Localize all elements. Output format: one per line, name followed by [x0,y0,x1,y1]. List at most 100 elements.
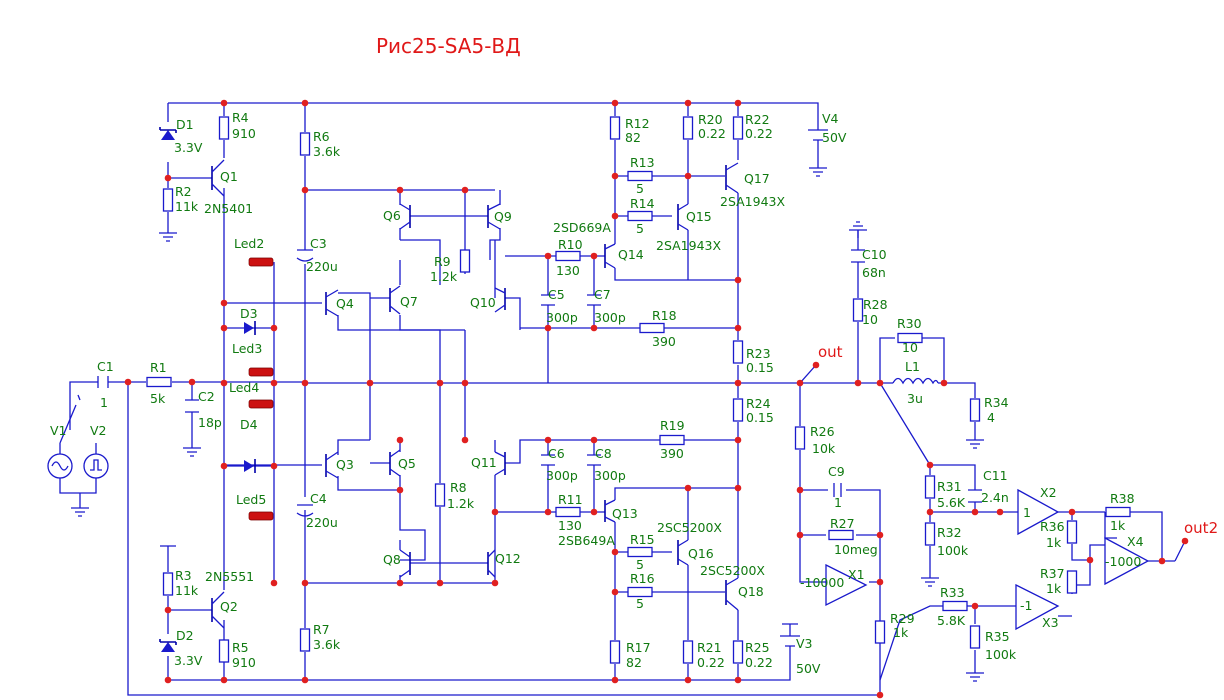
svg-text:0.22: 0.22 [698,126,726,141]
capacitor-C9: C91 [828,464,845,510]
svg-text:0.22: 0.22 [745,126,773,141]
transistor-Q10: Q10 [470,287,506,313]
svg-text:R22: R22 [745,112,770,127]
svg-text:5: 5 [636,221,644,236]
svg-text:910: 910 [232,655,256,670]
svg-text:R9: R9 [434,254,451,269]
svg-text:1: 1 [1023,505,1031,520]
svg-text:Q15: Q15 [686,209,712,224]
svg-text:3.6k: 3.6k [313,144,341,159]
svg-text:R28: R28 [863,297,888,312]
svg-text:1.2k: 1.2k [430,269,458,284]
svg-text:Led5: Led5 [236,492,266,507]
resistor-R33: R33 5.8K [937,585,968,628]
svg-text:D3: D3 [240,306,258,321]
resistor-R18: R18 390 [639,308,677,349]
svg-text:R8: R8 [450,480,467,495]
svg-text:390: 390 [652,334,676,349]
svg-text:11k: 11k [175,199,199,214]
svg-text:R11: R11 [558,492,583,507]
net-label-out2: out2 [1184,519,1218,537]
svg-text:910: 910 [232,126,256,141]
svg-text:R25: R25 [745,640,770,655]
svg-text:X2: X2 [1040,485,1057,500]
svg-text:1.2k: 1.2k [447,496,475,511]
svg-text:R7: R7 [313,622,330,637]
svg-text:Q12: Q12 [495,551,521,566]
svg-text:5: 5 [636,557,644,572]
svg-text:Q8: Q8 [383,552,401,567]
svg-text:2SA1943X: 2SA1943X [656,238,721,253]
svg-text:D1: D1 [176,117,194,132]
svg-text:5k: 5k [150,391,166,406]
svg-text:100k: 100k [985,647,1017,662]
amplifier-X1: X1 -10000 [800,563,868,607]
svg-text:300p: 300p [546,310,578,325]
svg-text:300p: 300p [594,468,626,483]
diode-D4: D4 [240,417,258,473]
svg-text:300p: 300p [594,310,626,325]
svg-text:X1: X1 [848,567,865,582]
svg-text:Q13: Q13 [612,506,638,521]
junction-dots [124,99,1189,699]
svg-text:Q10: Q10 [470,295,496,310]
svg-text:2N5551: 2N5551 [205,569,254,584]
svg-text:L1: L1 [905,359,920,374]
svg-text:R24: R24 [746,396,771,411]
net-label-out: out [818,343,843,361]
svg-text:2N5401: 2N5401 [204,201,253,216]
svg-text:3.6k: 3.6k [313,637,341,652]
svg-text:2SC5200X: 2SC5200X [657,520,722,535]
svg-text:1k: 1k [1110,518,1126,533]
svg-text:2.4n: 2.4n [981,490,1009,505]
svg-text:R3: R3 [175,568,192,583]
svg-text:R34: R34 [984,395,1009,410]
svg-text:V2: V2 [90,423,107,438]
svg-text:Q4: Q4 [336,296,354,311]
svg-text:50V: 50V [822,130,847,145]
svg-text:5: 5 [636,596,644,611]
svg-text:50V: 50V [796,661,821,676]
transistor-Q11: Q11 [471,451,506,476]
svg-text:5.6K: 5.6K [937,495,966,510]
svg-text:D4: D4 [240,417,258,432]
svg-text:5.8K: 5.8K [937,613,966,628]
svg-text:R32: R32 [937,525,962,540]
svg-text:R18: R18 [652,308,677,323]
amplifier-X2: X2 1 [1017,485,1060,536]
zener-diode-D1: D13.3V [159,117,203,155]
resistor-R9: R91.2k [430,249,471,284]
svg-text:X4: X4 [1127,534,1144,549]
svg-text:Q14: Q14 [618,247,644,262]
svg-text:C4: C4 [310,491,327,506]
resistor-R6: R63.6k [299,129,341,159]
svg-text:4: 4 [987,410,995,425]
svg-text:2SC5200X: 2SC5200X [700,563,765,578]
svg-text:300p: 300p [546,468,578,483]
svg-text:Q16: Q16 [688,546,714,561]
svg-text:R33: R33 [940,585,965,600]
svg-text:0.22: 0.22 [745,655,773,670]
svg-text:10meg: 10meg [834,542,878,557]
transistor-Q7: Q7 [389,285,418,315]
